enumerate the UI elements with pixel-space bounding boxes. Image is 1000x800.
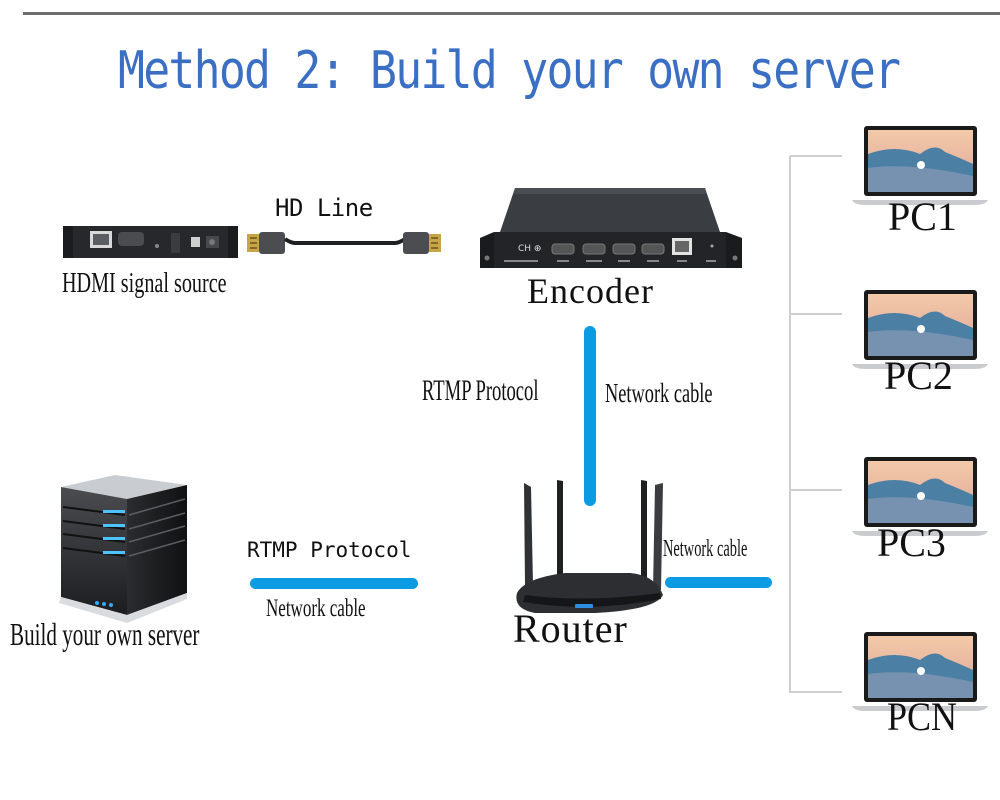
wifi-router-icon bbox=[516, 480, 663, 613]
hdmi-source-device bbox=[63, 226, 238, 258]
server-router-medium-label: Network cable bbox=[266, 595, 366, 622]
server-label: Build your own server bbox=[10, 616, 200, 652]
set-top-box-icon bbox=[63, 226, 238, 258]
client-branch-line bbox=[790, 313, 842, 315]
server-router-protocol-label: RTMP Protocol bbox=[247, 538, 412, 562]
top-divider bbox=[23, 12, 1000, 15]
encoder-router-protocol-label: RTMP Protocol bbox=[422, 374, 539, 407]
router-label: Router bbox=[513, 606, 628, 651]
laptop-icon bbox=[852, 126, 988, 205]
laptop-icon bbox=[852, 290, 988, 369]
encoder-device-icon: CH ⊕ bbox=[480, 188, 742, 268]
svg-text:CH ⊕: CH ⊕ bbox=[518, 244, 541, 254]
encoder-router-medium-label: Network cable bbox=[605, 378, 713, 408]
laptop-icon bbox=[852, 632, 988, 711]
pc3-label: PC3 bbox=[877, 520, 946, 565]
encoder-label: Encoder bbox=[527, 271, 654, 311]
laptop-icon bbox=[852, 457, 988, 536]
hdmi-source-label: HDMI signal source bbox=[62, 268, 227, 299]
pc2-label: PC2 bbox=[884, 353, 953, 398]
pc1-label: PC1 bbox=[888, 194, 957, 239]
server-router-cable bbox=[250, 578, 418, 589]
diagram-title: Method 2: Build your own server bbox=[118, 41, 901, 101]
client-branch-line bbox=[790, 691, 842, 693]
router-clients-medium-label: Network cable bbox=[663, 536, 748, 562]
hdmi-cable-icon bbox=[247, 232, 441, 254]
client-branch-line bbox=[790, 489, 842, 491]
hd-line-label: HD Line bbox=[275, 194, 373, 222]
server-tower-icon bbox=[59, 475, 187, 623]
encoder-router-cable bbox=[584, 326, 596, 506]
client-branch-line bbox=[790, 155, 842, 157]
router-clients-cable bbox=[665, 577, 772, 588]
client-bus-line bbox=[789, 156, 791, 693]
pcn-label: PCN bbox=[887, 694, 958, 739]
